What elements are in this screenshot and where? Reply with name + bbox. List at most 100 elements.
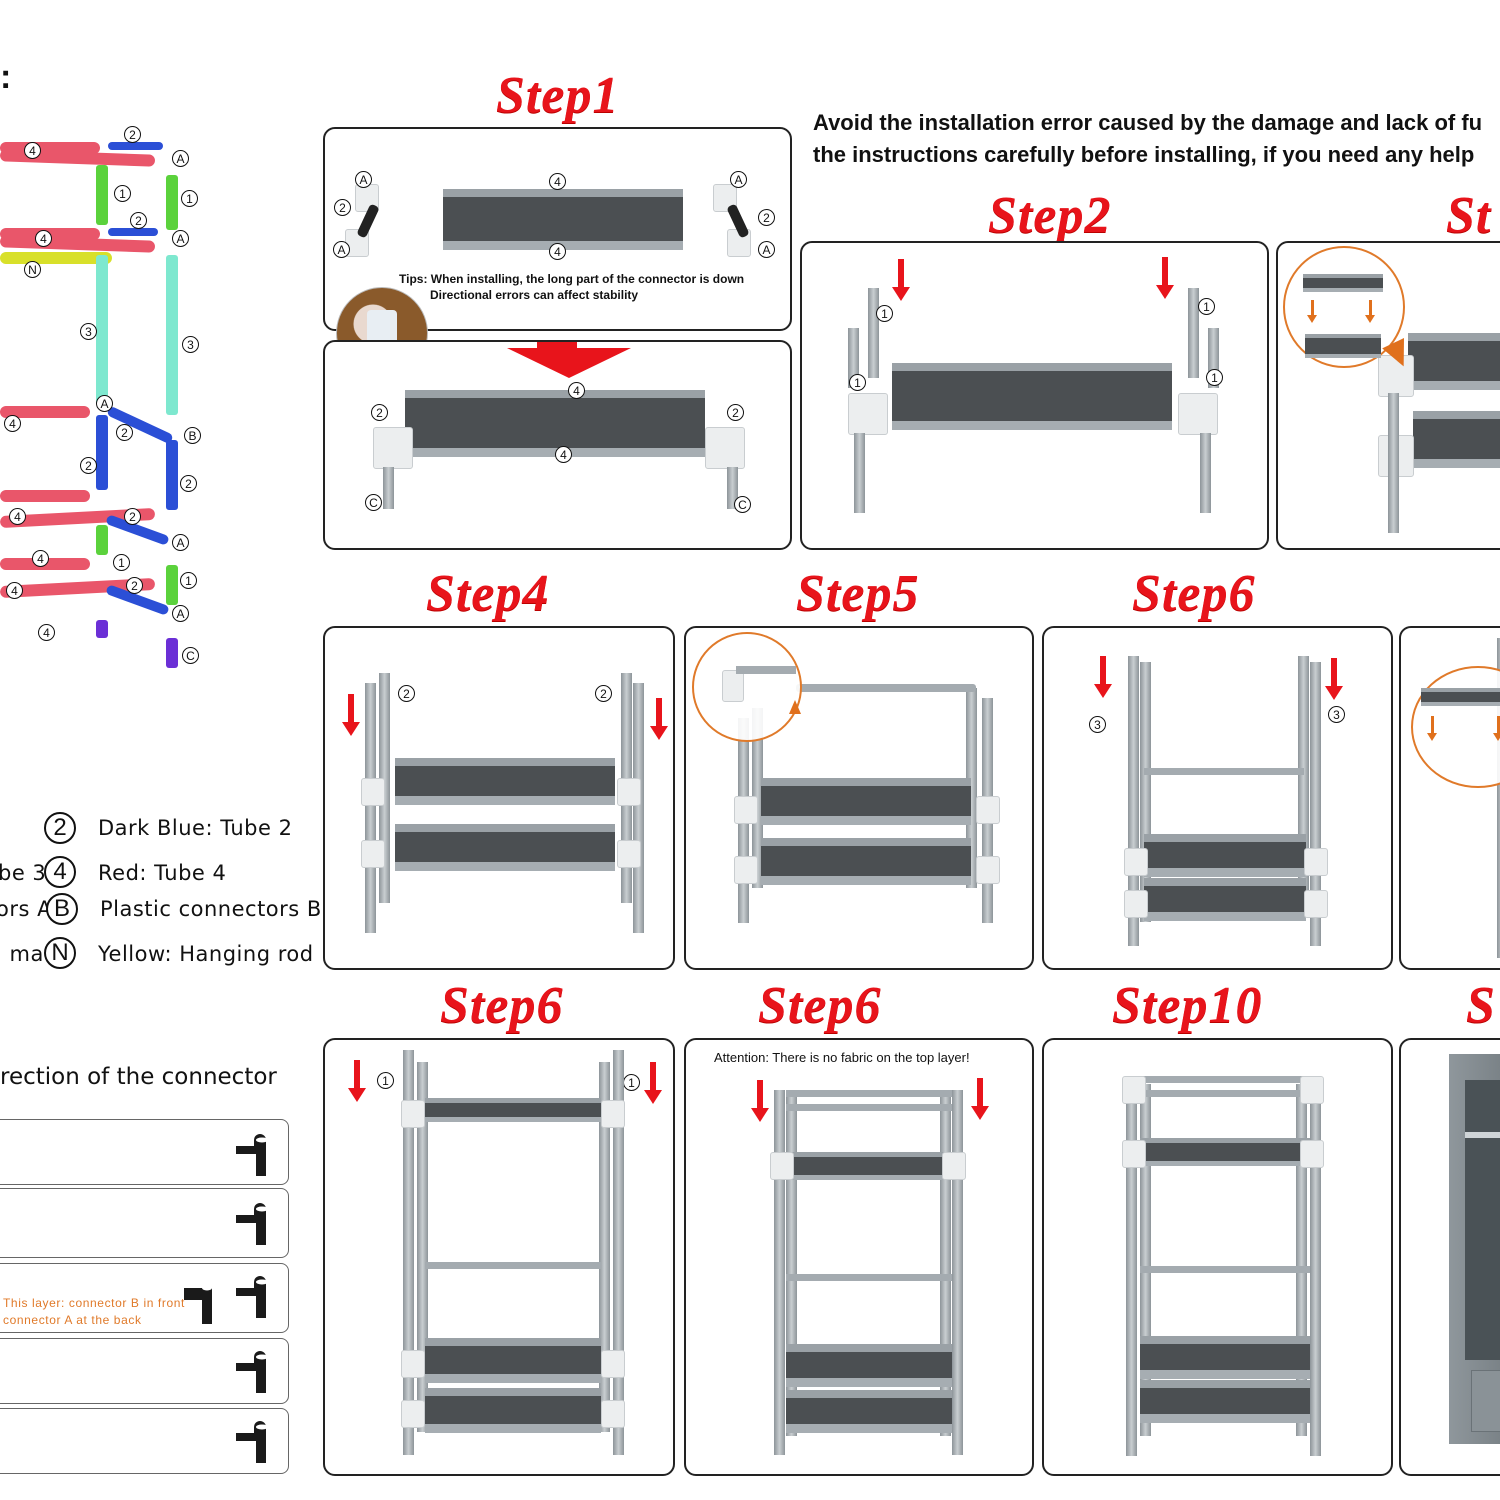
label-tube-1: 1 [377, 1072, 394, 1089]
label-tube-2: 2 [727, 404, 744, 421]
down-arrow-icon [1325, 658, 1343, 700]
label-connector-c: C [365, 494, 382, 511]
connector [617, 840, 641, 868]
step10-panel [1042, 1038, 1393, 1476]
label-tube-2: 2 [758, 209, 775, 226]
top-tube [1140, 1090, 1310, 1097]
tube-1 [166, 565, 178, 605]
label-tube-2: 2 [124, 126, 141, 143]
connector [1122, 1076, 1146, 1104]
down-arrow-icon [892, 259, 910, 301]
connector [373, 427, 413, 469]
leg-tube [1200, 433, 1211, 513]
down-arrow-icon [1156, 257, 1174, 299]
legend-left-fragment: . [0, 816, 1, 840]
down-arrow-icon [537, 342, 577, 348]
connector [942, 1152, 966, 1180]
tube [952, 1090, 963, 1455]
down-arrow-icon [644, 1062, 662, 1104]
label-tube-4: 4 [24, 142, 41, 159]
tube-3 [1310, 662, 1321, 946]
connector [1300, 1076, 1324, 1104]
step4-panel: 2 2 [323, 626, 675, 970]
connector [1378, 355, 1414, 397]
orange-arrow-icon [1493, 716, 1500, 741]
fabric-shelf [761, 778, 971, 825]
label-tube-2: 2 [371, 404, 388, 421]
fabric-shelf [1408, 333, 1500, 390]
legend-text-hanging-rod: Yellow: Hanging rod [98, 942, 314, 966]
connector [705, 427, 745, 469]
step6a-panel: 3 3 [1042, 626, 1393, 970]
tube-4 [0, 406, 90, 418]
connector [1304, 848, 1328, 876]
connector [601, 1350, 625, 1378]
tube-1 [417, 1062, 428, 1432]
connector [401, 1100, 425, 1128]
detail-callout [1411, 666, 1500, 788]
connector [401, 1400, 425, 1428]
legend-left-fragment: ors A [0, 897, 52, 921]
tube-1 [96, 165, 108, 225]
down-arrow-icon [1094, 656, 1112, 698]
fabric-shelf [761, 838, 971, 885]
elbow-connector [722, 670, 744, 702]
connector [848, 393, 888, 435]
label-connector-a: A [730, 171, 747, 188]
fabric-shelf [892, 363, 1172, 430]
tube-1 [868, 288, 879, 378]
leg-tube [727, 467, 738, 509]
fabric-shelf [1144, 834, 1306, 877]
connector-row [0, 1188, 289, 1258]
tube-2 [106, 405, 174, 445]
label-tube-4: 4 [38, 624, 55, 641]
tube-3 [1140, 662, 1151, 922]
label-tube-1: 1 [849, 374, 866, 391]
step5-panel [684, 626, 1034, 970]
connector-row-special: This layer: connector B in front connect… [0, 1263, 289, 1333]
fabric-shelf [1140, 1380, 1310, 1423]
hanging-rod [1465, 1132, 1500, 1138]
tube [940, 1096, 951, 1436]
connector-icon [236, 1134, 268, 1176]
legend-symbol-2: 2 [44, 812, 76, 844]
step1-assembled-panel: 4 4 2 2 C C [323, 340, 792, 550]
step-title: Step2 [988, 187, 1112, 244]
tube-2 [96, 415, 108, 490]
connector [601, 1400, 625, 1428]
legend-symbol-b: B [46, 893, 78, 925]
label-tube-3: 3 [182, 336, 199, 353]
tube-4 [0, 490, 90, 502]
step3-panel [1276, 241, 1500, 550]
connector-b-icon [184, 1285, 212, 1324]
tube-2 [108, 228, 158, 236]
legend-left-fragment: be 3 [0, 861, 47, 885]
connector-note-line1: This layer: connector B in front [3, 1296, 185, 1310]
label-tube-2: 2 [80, 457, 97, 474]
top-tube [1140, 1076, 1310, 1083]
fabric-shelf [405, 390, 705, 457]
step1-tips-line2: Directional errors can affect stability [430, 288, 639, 302]
label-tube-2: 2 [130, 212, 147, 229]
tube [774, 1090, 785, 1455]
tube-3 [1128, 656, 1139, 946]
connector-row [0, 1338, 289, 1404]
step-title: Step4 [426, 565, 550, 622]
label-connector-a: A [96, 395, 113, 412]
fabric-shelf [395, 758, 615, 805]
step11-panel [1399, 1038, 1500, 1476]
label-tube-2: 2 [398, 685, 415, 702]
label-tube-4: 4 [549, 243, 566, 260]
connector [361, 778, 385, 806]
tube-1 [166, 175, 178, 230]
connector-direction-heading: rection of the connector [0, 1064, 277, 1090]
step-title: S [1466, 977, 1496, 1034]
tube-3 [1298, 656, 1309, 916]
tube [1140, 1084, 1151, 1436]
connector [734, 856, 758, 884]
fabric-shelf [1303, 274, 1383, 292]
down-arrow-icon [751, 1080, 769, 1122]
connector-row [0, 1119, 289, 1185]
label-tube-4: 4 [555, 446, 572, 463]
connector-a-icon [236, 1276, 268, 1318]
